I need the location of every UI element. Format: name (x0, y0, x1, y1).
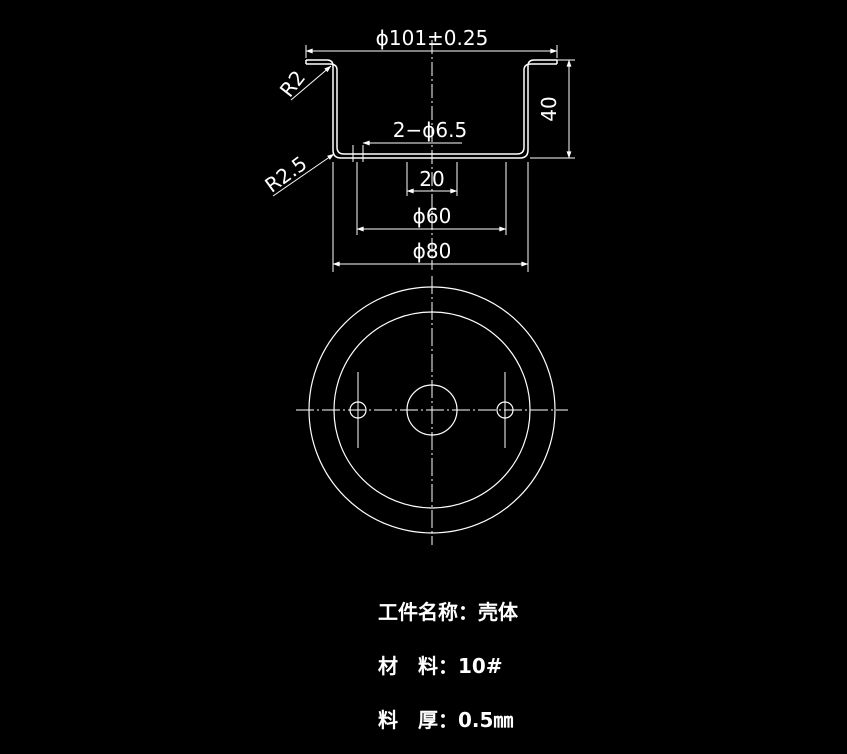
dim-text-20: 20 (419, 167, 444, 191)
dim-text-60: ϕ60 (413, 204, 452, 228)
leader-r2-5 (272, 153, 335, 197)
thickness-label: 料 厚：0.5㎜ (378, 708, 514, 732)
dim-text-hole-spec: 2−ϕ6.5 (393, 118, 467, 142)
dim-text-r2: R2 (275, 66, 310, 102)
shell-inner-profile (306, 63, 557, 155)
part-name-label: 工件名称：壳体 (378, 600, 518, 624)
material-label: 材 料：10# (378, 654, 503, 678)
dim-text-height: 40 (537, 96, 561, 121)
plan-view (296, 276, 568, 545)
leader-r2 (290, 65, 332, 101)
section-view (272, 40, 575, 272)
dim-text-80: ϕ80 (413, 239, 452, 263)
shell-outer-profile (306, 59, 557, 159)
dim-text-flange-diameter: ϕ101±0.25 (376, 26, 489, 50)
dim-text-r2-5: R2.5 (260, 151, 311, 197)
